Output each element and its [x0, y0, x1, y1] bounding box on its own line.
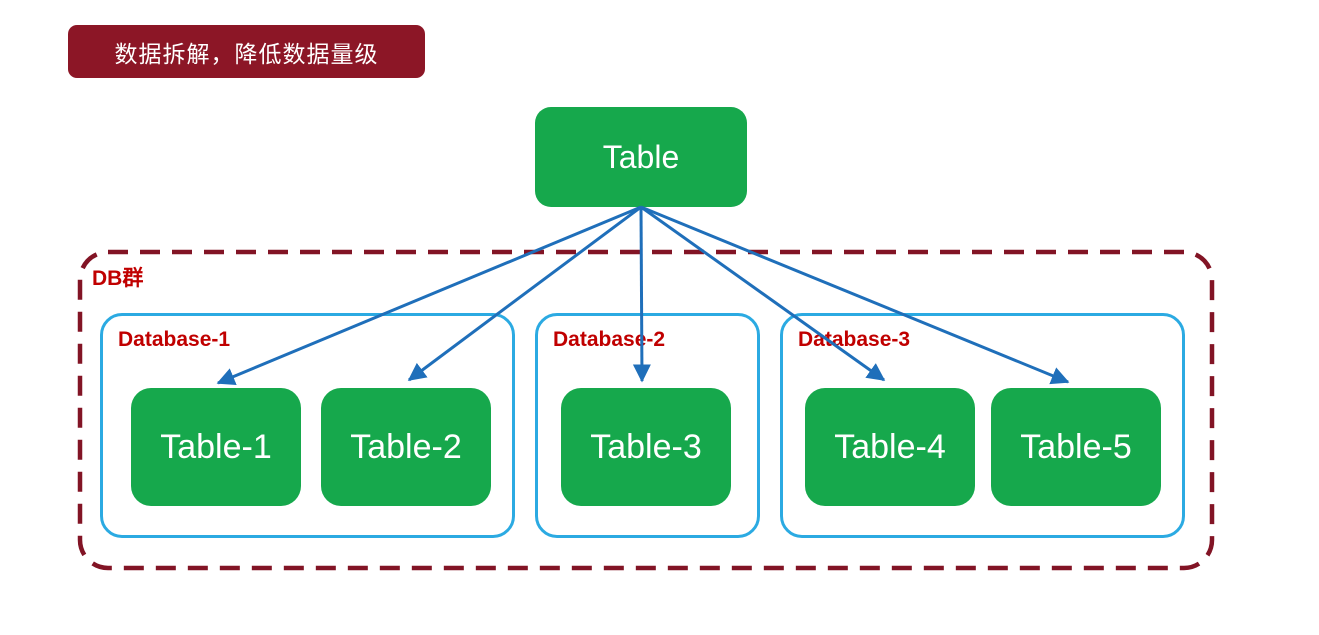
node-table-root: Table [535, 107, 747, 207]
node-table-1: Table-1 [131, 388, 301, 506]
database-2-label: Database-2 [553, 328, 666, 351]
node-table-5-label: Table-5 [1020, 427, 1132, 466]
database-1-box: Database-1 Table-1 Table-2 [100, 313, 515, 538]
db-cluster-box: DB群 Database-1 Table-1 Table-2 Database-… [78, 250, 1214, 570]
db-cluster-label: DB群 [92, 267, 144, 290]
node-table-4-label: Table-4 [834, 427, 946, 466]
node-table-1-label: Table-1 [160, 427, 272, 466]
node-table-4: Table-4 [805, 388, 975, 506]
node-table-2-label: Table-2 [350, 427, 462, 466]
title-banner: 数据拆解，降低数据量级 [68, 25, 425, 78]
node-table-5: Table-5 [991, 388, 1161, 506]
database-3-box: Database-3 Table-4 Table-5 [780, 313, 1185, 538]
title-banner-text: 数据拆解，降低数据量级 [114, 41, 379, 68]
node-table-3-label: Table-3 [590, 427, 702, 466]
database-2-box: Database-2 Table-3 [535, 313, 760, 538]
node-table-root-label: Table [602, 138, 680, 175]
node-table-3: Table-3 [561, 388, 731, 506]
database-1-label: Database-1 [118, 328, 231, 351]
database-3-label: Database-3 [798, 328, 911, 351]
node-table-2: Table-2 [321, 388, 491, 506]
